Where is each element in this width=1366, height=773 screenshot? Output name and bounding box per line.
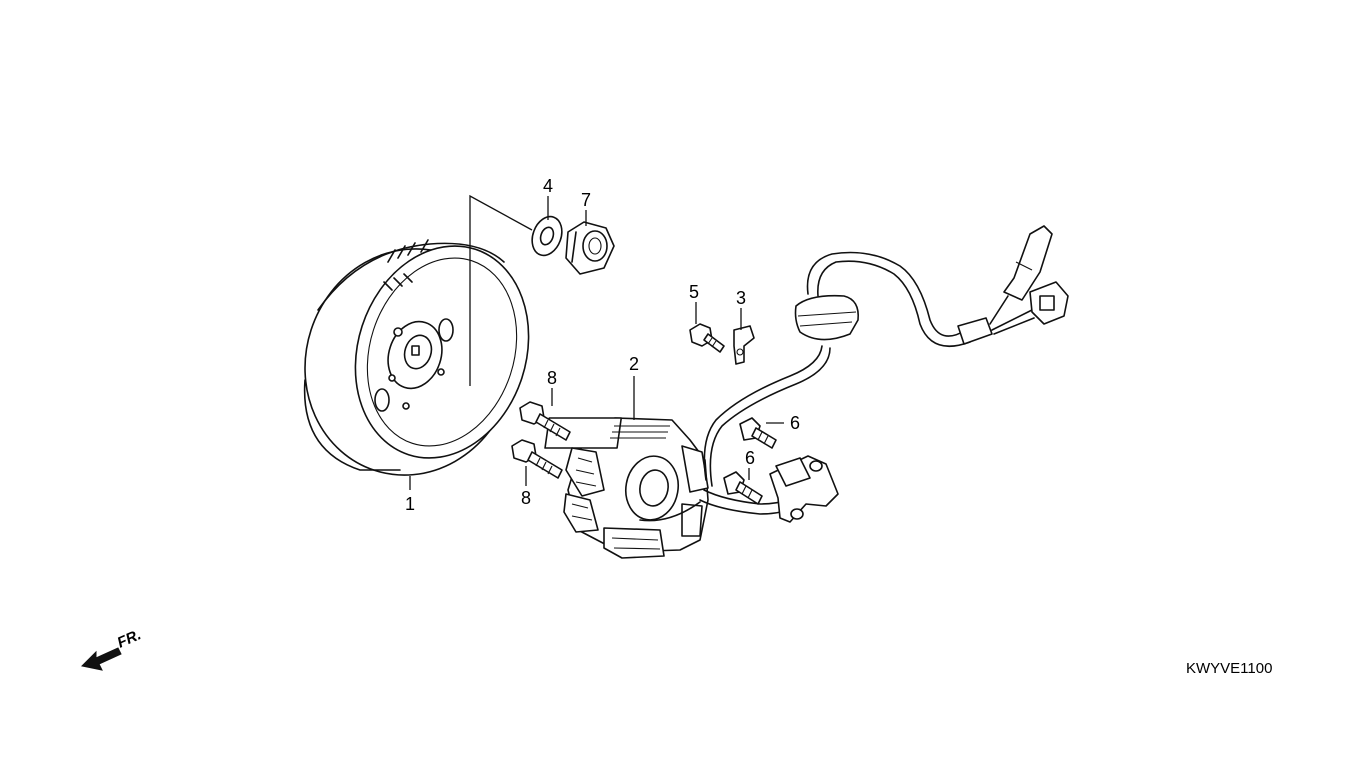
bolt-8-upper [519,401,571,441]
screw-6-lower [723,471,763,505]
callout-2: 2 [629,354,639,374]
washer [531,215,563,257]
callout-5: 5 [689,282,699,302]
bolt-5 [689,323,725,353]
screw-6-upper [739,417,777,449]
drawing-code: KWYVE1100 [1186,660,1272,677]
front-label: FR. [115,626,144,651]
wire-clamp [733,325,755,365]
stator [544,417,709,559]
callout-6-lower: 6 [745,448,755,468]
bolt-8-lower [511,439,563,479]
callout-3: 3 [736,288,746,308]
callout-8-upper: 8 [547,368,557,388]
flywheel [303,239,530,476]
callout-1: 1 [405,494,415,514]
pulse-generator [769,455,839,523]
callout-6-upper: 6 [790,413,800,433]
flange-nut [565,221,615,275]
front-arrow-icon [80,647,122,671]
callout-8-lower: 8 [521,488,531,508]
callout-7: 7 [581,190,591,210]
callout-4: 4 [543,176,553,196]
